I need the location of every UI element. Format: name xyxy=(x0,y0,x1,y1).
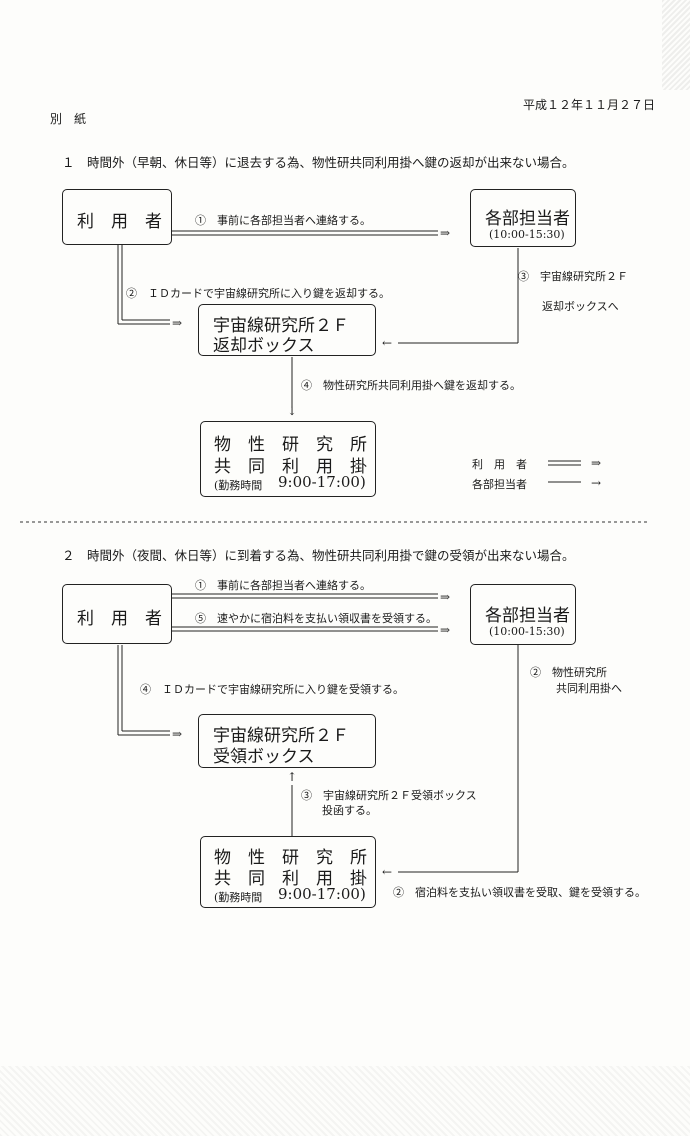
arrow-right-icon: ⇒ xyxy=(440,623,451,637)
section1-heading: １ 時間外（早朝、休日等）に退去する為、物性研共同利用掛へ鍵の返却が出来ない場合… xyxy=(62,155,575,170)
staff-hours: (10:00-15:30) xyxy=(489,228,565,241)
scan-noise-bottom xyxy=(0,1066,690,1136)
section2-issp-box: 物 性 研 究 所 共 同 利 用 掛 (勤務時間 9:00-17:00) xyxy=(200,836,376,908)
issp-hours-label: (勤務時間 xyxy=(214,891,263,904)
section1-staff-box: 各部担当者 (10:00-15:30) xyxy=(470,189,576,247)
arrow-right-icon: ⇒ xyxy=(440,590,451,604)
issp-hours-label: (勤務時間 xyxy=(214,479,263,492)
cosmic-line1: 宇宙線研究所２Ｆ xyxy=(213,316,349,336)
cosmic-line2: 受領ボックス xyxy=(213,747,315,767)
section2-step1: ① 事前に各部担当者へ連絡する。 xyxy=(195,579,371,592)
legend-user: 利 用 者 xyxy=(472,458,527,471)
legend-double-arrow-icon: ⇒ xyxy=(591,456,602,470)
section1-step1: ① 事前に各部担当者へ連絡する。 xyxy=(195,214,371,227)
staff-hours: (10:00-15:30) xyxy=(489,625,565,638)
section2-step3-line2: 投函する。 xyxy=(322,804,377,817)
staff-title: 各部担当者 xyxy=(485,606,570,626)
issp-line2: 共 同 利 用 掛 xyxy=(214,457,367,477)
arrow-down-icon: ↓ xyxy=(287,404,298,418)
issp-line2: 共 同 利 用 掛 xyxy=(214,869,367,889)
issp-line1: 物 性 研 究 所 xyxy=(214,848,367,868)
attachment-label: 別 紙 xyxy=(50,112,87,126)
section1-issp-box: 物 性 研 究 所 共 同 利 用 掛 (勤務時間 9:00-17:00) xyxy=(200,421,376,497)
section1-step3-line1: ③ 宇宙線研究所２Ｆ xyxy=(518,270,628,283)
section2-heading: ２ 時間外（夜間、休日等）に到着する為、物性研共同利用掛で鍵の受領が出来ない場合… xyxy=(62,548,575,563)
arrow-left-icon: ← xyxy=(382,336,393,350)
user-label: 利 用 者 xyxy=(77,609,162,629)
section2-cosmic-box: 宇宙線研究所２Ｆ 受領ボックス xyxy=(198,714,376,768)
section2-step5: ⑤ 速やかに宿泊料を支払い領収書を受領する。 xyxy=(195,612,437,625)
cosmic-line2: 返却ボックス xyxy=(213,336,315,356)
arrow-right-icon: ⇒ xyxy=(172,316,183,330)
section2-step3-line1: ③ 宇宙線研究所２Ｆ受領ボックス xyxy=(301,789,477,802)
document-date: 平成１２年１１月２７日 xyxy=(523,98,656,112)
arrow-right-icon: ⇒ xyxy=(172,727,183,741)
section1-cosmic-box: 宇宙線研究所２Ｆ 返却ボックス xyxy=(198,304,376,356)
arrow-right-icon: ⇒ xyxy=(440,226,451,240)
scan-shadow-corner xyxy=(662,0,690,90)
issp-hours: 9:00-17:00) xyxy=(278,473,366,491)
issp-line1: 物 性 研 究 所 xyxy=(214,435,367,455)
section2-staff-box: 各部担当者 (10:00-15:30) xyxy=(470,584,576,645)
section2-step2-line2: 共同利用掛へ xyxy=(556,682,622,695)
section1-step2: ② ＩＤカードで宇宙線研究所に入り鍵を返却する。 xyxy=(126,287,390,300)
section1-step4: ④ 物性研究所共同利用掛へ鍵を返却する。 xyxy=(301,379,521,392)
section1-user-box: 利 用 者 xyxy=(62,189,172,245)
user-label: 利 用 者 xyxy=(77,212,162,232)
section2-user-box: 利 用 者 xyxy=(62,584,172,644)
section2-step4: ④ ＩＤカードで宇宙線研究所に入り鍵を受領する。 xyxy=(140,683,404,696)
cosmic-line1: 宇宙線研究所２Ｆ xyxy=(213,726,349,746)
section2-step2-line1: ② 物性研究所 xyxy=(530,666,607,679)
legend-single-arrow-icon: → xyxy=(591,476,602,490)
staff-title: 各部担当者 xyxy=(485,209,570,229)
legend-staff: 各部担当者 xyxy=(472,478,527,491)
arrow-up-icon: ↑ xyxy=(287,770,298,784)
arrow-left-icon: ← xyxy=(382,865,393,879)
issp-hours: 9:00-17:00) xyxy=(278,885,366,903)
section1-step3-line2: 返却ボックスへ xyxy=(542,300,619,313)
section2-step2b: ② 宿泊料を支払い領収書を受取、鍵を受領する。 xyxy=(393,886,646,899)
